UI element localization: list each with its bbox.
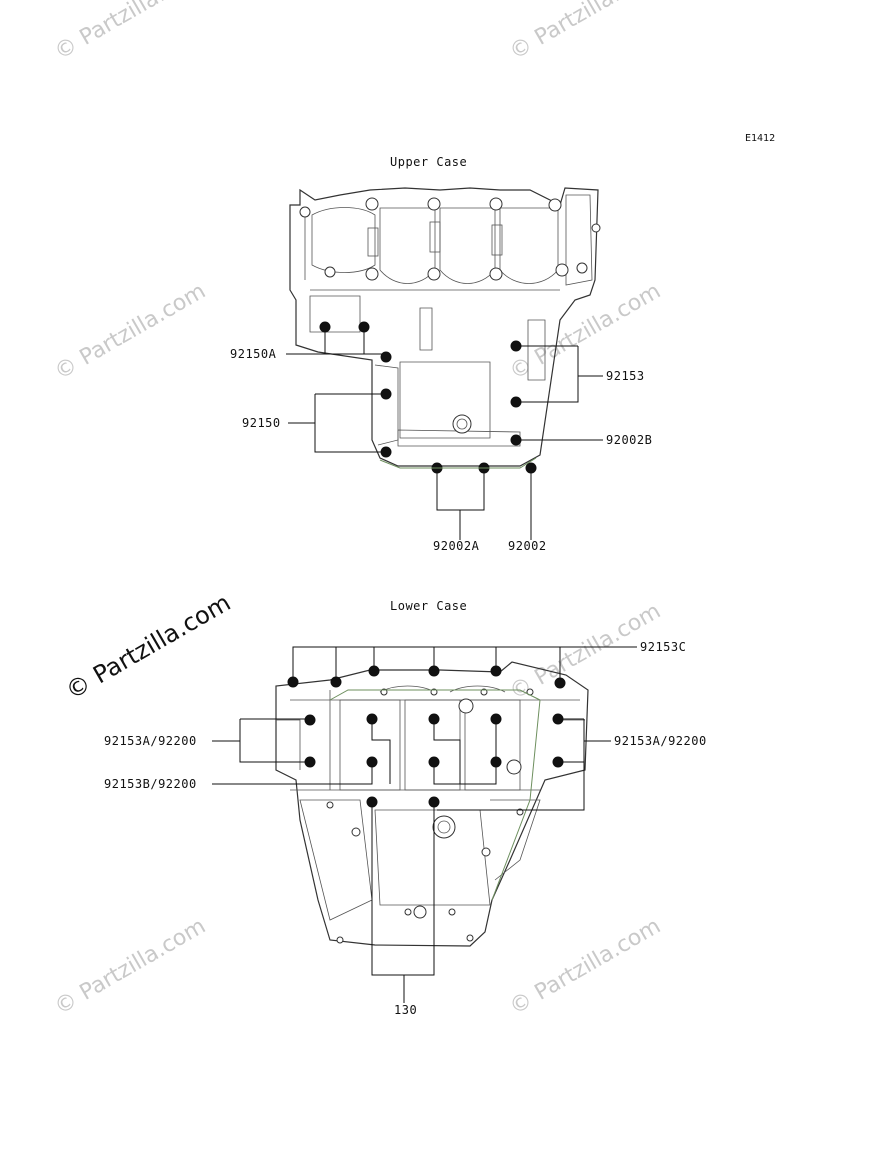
upper-leaders (286, 332, 603, 540)
label-92153c: 92153C (640, 640, 686, 654)
label-92153a-left: 92153A/92200 (104, 734, 197, 748)
watermark: © Partzilla.com (51, 279, 211, 386)
diagram-code: E1412 (745, 133, 775, 144)
label-92153: 92153 (606, 369, 645, 383)
upper-case-title: Upper Case (390, 155, 467, 169)
lower-leaders (212, 646, 637, 1003)
watermark: © Partzilla.com (506, 914, 666, 1021)
watermark-large: © Partzilla.com (61, 588, 235, 705)
label-92002: 92002 (508, 539, 547, 553)
watermarks: © Partzilla.com © Partzilla.com © Partzi… (51, 0, 666, 1020)
watermark: © Partzilla.com (51, 0, 211, 65)
watermark: © Partzilla.com (51, 914, 211, 1021)
lower-case-drawing (275, 661, 589, 947)
label-92002b: 92002B (606, 433, 652, 447)
upper-case-drawing (289, 187, 601, 474)
label-92002a: 92002A (433, 539, 480, 553)
label-92150a: 92150A (230, 347, 277, 361)
label-92153b: 92153B/92200 (104, 777, 197, 791)
lower-case-title: Lower Case (390, 599, 467, 613)
label-130: 130 (394, 1003, 417, 1017)
label-92150: 92150 (242, 416, 281, 430)
watermark: © Partzilla.com (506, 0, 666, 65)
label-92153a-right: 92153A/92200 (614, 734, 707, 748)
